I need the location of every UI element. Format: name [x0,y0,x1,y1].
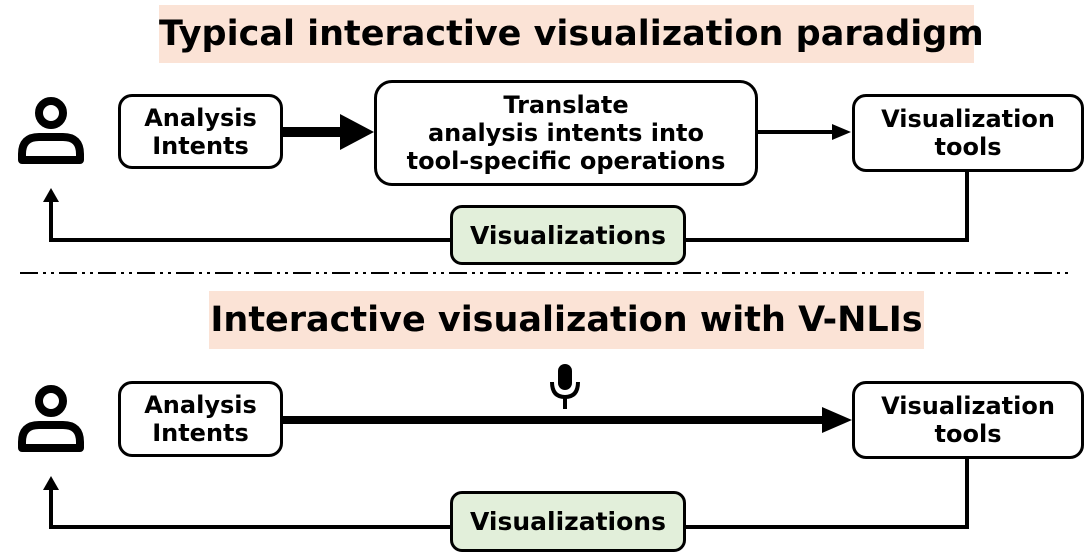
translate-label-line2: analysis intents into [427,119,705,147]
visualizations-box-top: Visualizations [450,205,686,265]
visualization-tools-box-top: Visualization tools [852,94,1084,172]
visualizations-box-bottom: Visualizations [450,491,686,552]
visualization-tools-label-line2: tools [934,420,1002,448]
user-icon [18,97,84,164]
analysis-intents-box-bottom: Analysis Intents [118,381,283,457]
arrow-translate-to-tools-head [832,124,851,140]
translate-label-line1: Translate [503,91,629,119]
translate-operations-box: Translate analysis intents into tool-spe… [374,80,758,186]
feedback-arrow-head-top [43,188,59,202]
visualization-tools-label-line1: Visualization [881,392,1055,420]
analysis-intents-label-line2: Intents [152,419,249,447]
visualization-tools-box-bottom: Visualization tools [852,381,1084,459]
feedback-arrow-head-bottom [43,476,59,490]
translate-label-line3: tool-specific operations [406,147,726,175]
analysis-intents-label-line1: Analysis [144,391,257,419]
bottom-section-title: Interactive visualization with V-NLIs [209,291,924,349]
arrow-analysis-to-translate-head [340,114,374,150]
analysis-intents-label-line1: Analysis [144,103,257,132]
user-icon [18,385,84,452]
analysis-intents-box-top: Analysis Intents [118,94,283,169]
visualization-tools-label-line1: Visualization [881,105,1055,133]
visualization-tools-label-line2: tools [934,133,1002,161]
top-section-title: Typical interactive visualization paradi… [159,5,984,63]
analysis-intents-label-line2: Intents [152,131,249,160]
microphone-icon [550,364,580,409]
arrow-analysis-to-tools-head [822,407,852,433]
